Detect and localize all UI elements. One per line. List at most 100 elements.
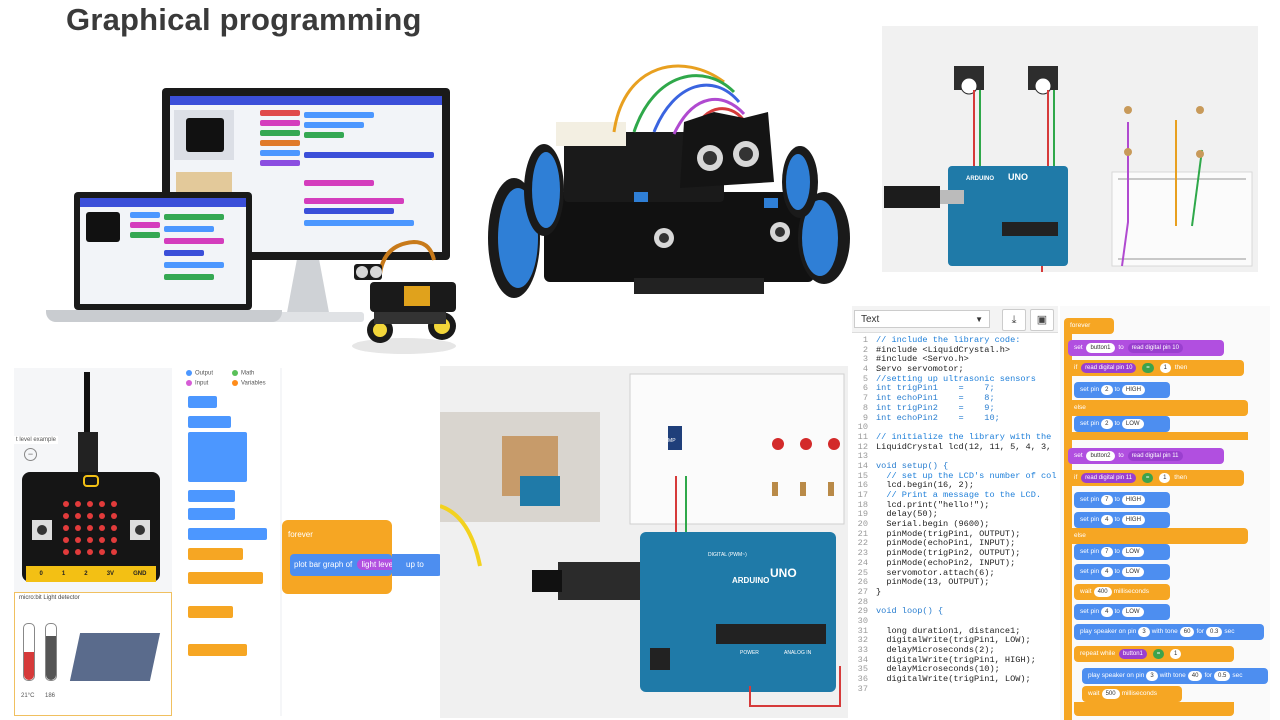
category-input[interactable]: Input — [186, 380, 208, 387]
code-text: digitalWrite(trigPin1, HIGH); — [876, 654, 1036, 665]
block-program: forever set button1 to read digital pin … — [1060, 306, 1270, 720]
line-number: 9 — [862, 412, 868, 423]
code-text: //setting up ultrasonic sensors — [876, 373, 1036, 384]
digital-header-label: DIGITAL (PWM~) — [708, 552, 747, 558]
line-number: 4 — [862, 364, 868, 375]
else-label: else — [1068, 400, 1248, 416]
level-example-label: t level example — [14, 436, 59, 444]
line-number: 20 — [857, 519, 868, 530]
palette-block[interactable] — [188, 606, 233, 618]
code-text: } — [876, 586, 882, 597]
led-circuit — [440, 373, 845, 707]
code-line: 35 delayMicroseconds(10); — [852, 665, 1058, 675]
code-line: 16 lcd.begin(16, 2); — [852, 480, 1058, 491]
set-button1-block[interactable]: set button1 to read digital pin 10 — [1068, 340, 1224, 356]
code-line: 20 Serial.begin (9600); — [852, 519, 1058, 530]
palette-block[interactable] — [188, 416, 231, 428]
light-level-variable[interactable]: light level — [356, 559, 392, 570]
device-icon[interactable]: ▣ — [1030, 309, 1054, 331]
microbit-board — [22, 372, 160, 582]
light-detector-panel: micro:bit Light detector 21°C 186 — [14, 592, 172, 716]
code-line: 37 — [852, 684, 1058, 695]
download-icon[interactable]: ⤓ — [1002, 309, 1026, 331]
temperature-reading: 21°C — [21, 693, 35, 699]
palette-block[interactable] — [188, 490, 235, 502]
robot-car-image — [488, 64, 850, 298]
pin-label: 2 — [84, 571, 88, 577]
palette-block[interactable] — [188, 572, 263, 584]
page-title: Graphical programming — [66, 2, 422, 37]
line-number: 28 — [857, 596, 868, 607]
light-level-slider[interactable] — [45, 623, 57, 681]
line-number: 27 — [857, 586, 868, 597]
code-line: 13 — [852, 452, 1058, 462]
forever-block[interactable]: forever — [1064, 318, 1114, 334]
line-number: 23 — [857, 548, 868, 559]
code-text: #include <LiquidCrystal.h> — [876, 344, 1011, 355]
block-palette: Output Math Input Variables — [172, 368, 280, 716]
wiring-circuit — [884, 66, 1253, 272]
plot-bar-graph-block[interactable]: plot bar graph of light level — [290, 554, 392, 576]
forever-block[interactable]: forever plot bar graph of light level up… — [282, 520, 411, 594]
code-text: digitalWrite(trigPin1, LOW); — [876, 635, 1031, 646]
line-number: 12 — [857, 441, 868, 452]
line-number: 31 — [857, 625, 868, 636]
palette-block[interactable] — [188, 432, 247, 482]
line-number: 26 — [857, 577, 868, 588]
line-number: 30 — [857, 615, 868, 626]
palette-block[interactable] — [188, 644, 247, 656]
code-line: 21 pinMode(trigPin1, OUTPUT); — [852, 528, 1058, 540]
if-block[interactable]: if read digital pin 11 = 1 then — [1068, 470, 1244, 486]
code-mode-select[interactable]: Text ▼ — [854, 310, 990, 328]
if-block[interactable]: if read digital pin 10 = 1 then — [1068, 360, 1244, 376]
palette-block[interactable] — [188, 396, 217, 408]
temperature-slider[interactable] — [23, 623, 35, 681]
line-number: 35 — [857, 664, 868, 675]
category-math[interactable]: Math — [232, 370, 254, 377]
palette-block[interactable] — [188, 548, 243, 560]
set-button2-block[interactable]: set button2 to read digital pin 11 — [1068, 448, 1224, 464]
code-line: 27} — [852, 586, 1058, 598]
palette-block[interactable] — [188, 508, 235, 520]
code-line: 11// initialize the library with the — [852, 432, 1058, 443]
code-text: #include <Servo.h> — [876, 354, 969, 365]
category-variables[interactable]: Variables — [232, 380, 266, 387]
code-area[interactable]: 1// include the library code:2#include <… — [852, 336, 1058, 720]
code-line: 2#include <LiquidCrystal.h> — [852, 344, 1058, 356]
code-text: // Print a message to the LCD. — [876, 490, 1042, 500]
zoom-out-icon[interactable]: − — [24, 448, 37, 461]
simulator-stage — [69, 633, 161, 681]
line-number: 21 — [857, 528, 868, 539]
category-output[interactable]: Output — [186, 370, 213, 377]
line-number: 29 — [857, 606, 868, 617]
line-number: 18 — [857, 499, 868, 510]
code-text: lcd.begin(16, 2); — [876, 480, 974, 491]
wiring-board-model: UNO — [1008, 172, 1028, 182]
code-text: // set up the LCD's number of col — [876, 470, 1057, 481]
line-number: 22 — [857, 538, 868, 549]
code-line: 10 — [852, 422, 1058, 433]
repeat-while-block[interactable]: repeat while button1 = 1 — [1074, 646, 1234, 662]
code-text: servomotor.attach(6); — [876, 567, 995, 578]
palette-block[interactable] — [188, 528, 267, 540]
code-text: int trigPin2 = 9; — [876, 402, 995, 413]
line-number: 6 — [862, 383, 868, 394]
block-workspace: forever plot bar graph of light level up… — [282, 368, 442, 716]
code-line: 31 long duration1, distance1; — [852, 625, 1058, 637]
code-text: void setup() { — [876, 460, 949, 471]
